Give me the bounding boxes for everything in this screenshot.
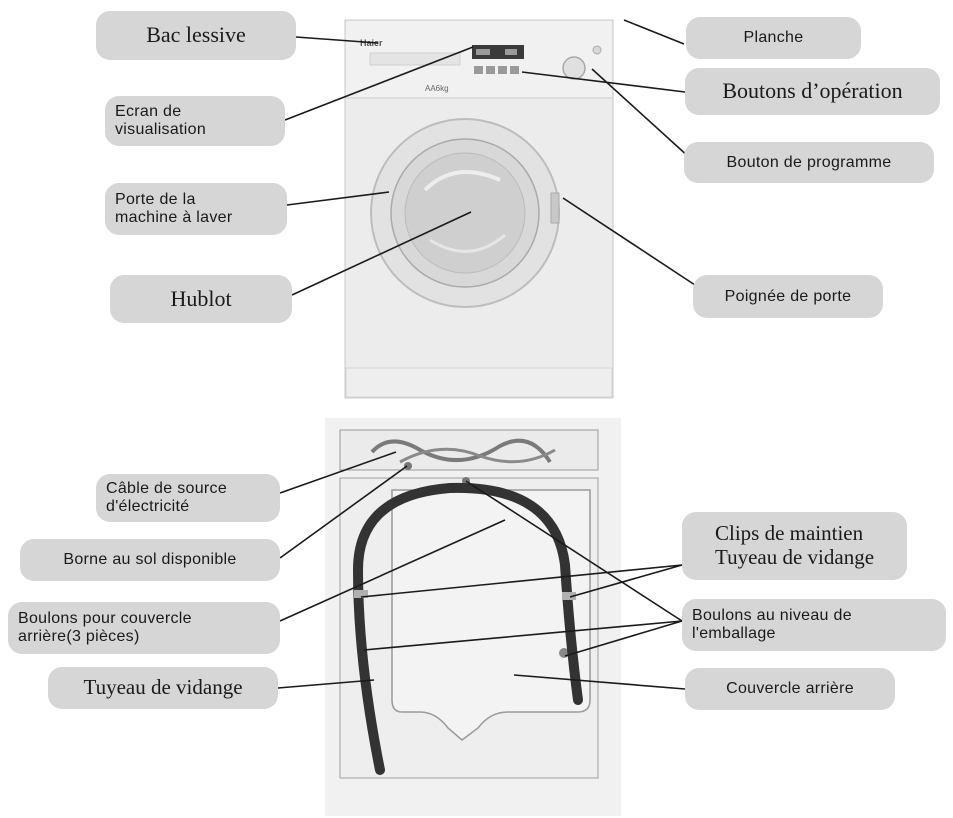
program-knob — [562, 56, 586, 80]
label-text: visualisation — [115, 121, 207, 138]
label-poignee: Poignée de porte — [693, 275, 883, 318]
leader-line — [360, 564, 683, 598]
label-text: Poignée de porte — [724, 287, 852, 305]
leader-line — [284, 46, 474, 121]
leader-line — [513, 674, 686, 690]
power-cable — [399, 447, 556, 464]
power-button — [592, 45, 602, 55]
top-board — [339, 429, 599, 471]
glass-reflection — [423, 170, 501, 192]
label-text-block: Boulons au niveau de l'emballage — [692, 607, 852, 643]
leader-line — [279, 451, 397, 494]
label-text: Planche — [743, 29, 804, 47]
label-text: Borne au sol disponible — [63, 551, 237, 569]
label-hublot: Hublot — [110, 275, 292, 323]
label-text-block: Clips de maintien Tuyeau de vidange — [715, 522, 874, 569]
power-cable — [370, 438, 552, 464]
leader-line — [291, 211, 472, 296]
leader-lines — [277, 19, 696, 690]
label-text: Ecran de — [115, 103, 182, 121]
label-ecran: Ecran de visualisation — [105, 96, 285, 146]
label-couvercle: Couvercle arrière — [685, 668, 895, 710]
operation-button — [474, 66, 483, 74]
label-text: Boulons au niveau de — [692, 607, 852, 625]
hose-clip — [354, 590, 368, 598]
label-text: Câble de source — [106, 480, 228, 498]
label-borne: Borne au sol disponible — [20, 539, 280, 581]
label-text: l'emballage — [692, 625, 776, 642]
label-text: Hublot — [170, 285, 232, 311]
label-text: Boulons pour couvercle — [18, 610, 192, 628]
label-text: Boutons d’opération — [722, 78, 903, 104]
model-label: AA6kg — [425, 84, 449, 93]
label-bouton-programme: Bouton de programme — [684, 142, 934, 183]
label-porte: Porte de la machine à laver — [105, 183, 287, 235]
door-handle — [550, 192, 560, 224]
leader-line — [363, 620, 683, 651]
label-text-block: Porte de la machine à laver — [115, 191, 232, 227]
label-text: Couvercle arrière — [726, 680, 854, 698]
label-text: Clips de maintien — [714, 521, 864, 546]
operation-button — [486, 66, 495, 74]
back-washing-machine — [325, 418, 621, 816]
label-clips: Clips de maintien Tuyeau de vidange — [682, 512, 907, 580]
label-text: Porte de la — [115, 191, 196, 209]
display-segment — [476, 49, 490, 55]
base-panel — [345, 367, 613, 398]
leader-line — [295, 36, 379, 44]
label-text: arrière(3 pièces) — [18, 628, 140, 645]
rear-cover-outline — [391, 489, 591, 741]
leader-line — [279, 465, 408, 559]
label-text: Tuyeau de vidange — [714, 545, 875, 569]
leader-line — [465, 480, 683, 622]
front-washing-machine: Haier AA6kg — [344, 19, 614, 399]
label-text: machine à laver — [115, 209, 233, 226]
label-text: Bouton de programme — [726, 153, 892, 171]
leader-line — [564, 620, 683, 657]
hose-clip — [562, 592, 576, 600]
label-text: Bac lessive — [146, 22, 246, 48]
display-screen — [472, 45, 524, 59]
leader-line — [277, 679, 375, 689]
leader-line — [521, 71, 686, 93]
glass-reflection — [429, 233, 506, 253]
label-text-block: Boulons pour couvercle arrière(3 pièces) — [18, 610, 192, 646]
leader-line — [623, 19, 685, 45]
label-tuyeau: Tuyeau de vidange — [48, 667, 278, 709]
detergent-drawer — [369, 52, 461, 66]
leader-line — [591, 68, 691, 159]
label-cable: Câble de source d'électricité — [96, 474, 280, 522]
label-text: d'électricité — [106, 498, 190, 515]
operation-button — [510, 66, 519, 74]
display-segment — [505, 49, 517, 55]
leader-line — [569, 564, 683, 598]
ground-terminal — [404, 462, 412, 470]
label-boutons-operation: Boutons d’opération — [685, 68, 940, 115]
operation-button — [498, 66, 507, 74]
label-boulons-couvercle: Boulons pour couvercle arrière(3 pièces) — [8, 602, 280, 654]
label-text-block: Ecran de visualisation — [115, 103, 206, 139]
label-planche: Planche — [686, 17, 861, 59]
leader-line — [286, 191, 390, 206]
label-boulons-emballage: Boulons au niveau de l'emballage — [682, 599, 946, 651]
label-text: Tuyeau de vidange — [83, 675, 243, 700]
label-bac-lessive: Bac lessive — [96, 11, 296, 60]
leader-line — [279, 519, 506, 622]
leader-line — [562, 197, 696, 286]
label-text-block: Câble de source d'électricité — [106, 480, 227, 516]
